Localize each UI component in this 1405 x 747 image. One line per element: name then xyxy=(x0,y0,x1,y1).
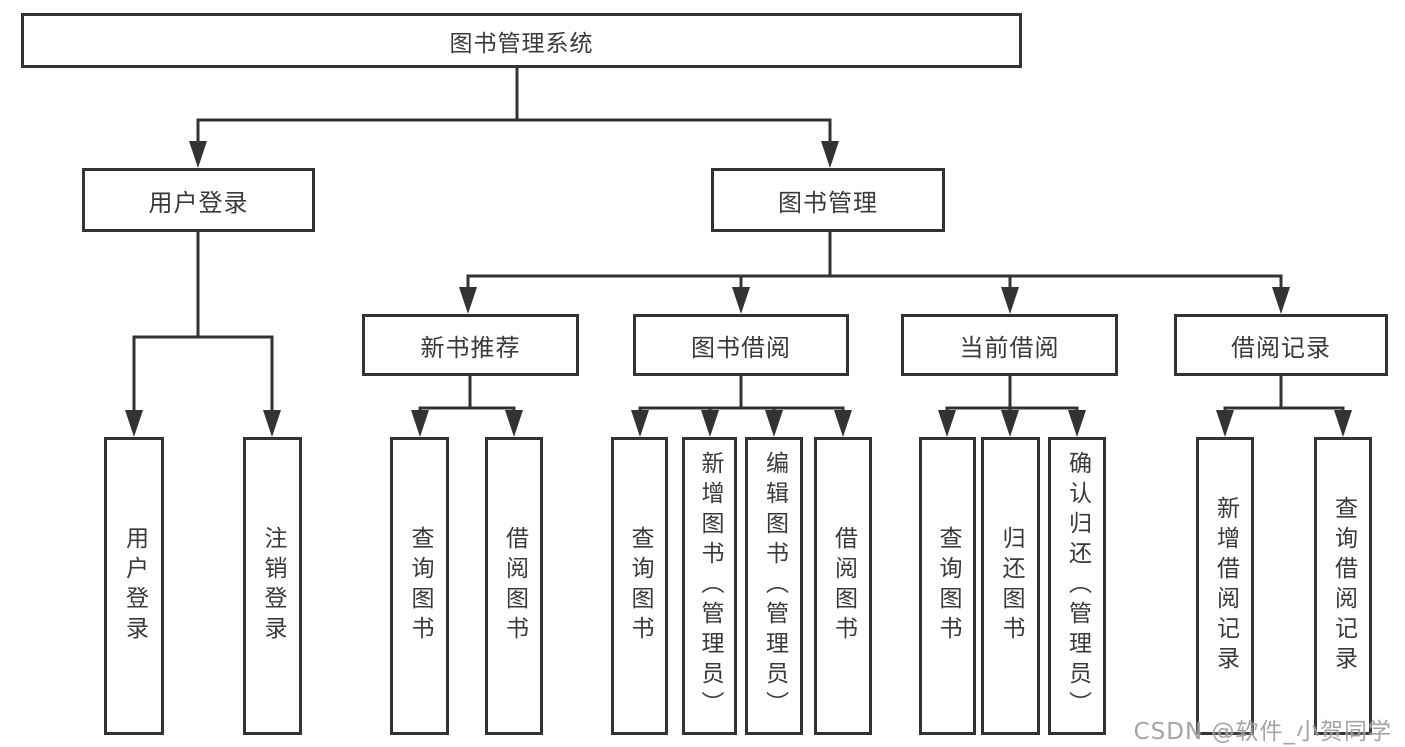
leaf-logout: 注销登录 xyxy=(243,437,302,735)
connector-newbook-to-leaves xyxy=(418,376,516,412)
arrowhead xyxy=(1068,410,1086,437)
node-label: 确认归还（管理员） xyxy=(1064,451,1091,721)
arrowhead xyxy=(765,410,783,437)
arrowhead xyxy=(834,410,852,437)
arrowhead xyxy=(459,287,477,314)
arrowhead xyxy=(938,410,956,437)
arrowhead xyxy=(189,141,207,168)
node-borrowing-records: 借阅记录 xyxy=(1174,314,1388,376)
leaf-add-borrow-record: 新增借阅记录 xyxy=(1196,437,1254,735)
arrowhead xyxy=(1001,287,1019,314)
connector-bookmgmt-to-level3 xyxy=(466,232,1283,289)
leaf-borrow-books-recommend: 借阅图书 xyxy=(485,437,543,735)
leaf-confirm-return-admin: 确认归还（管理员） xyxy=(1048,437,1106,735)
leaf-borrow-books: 借阅图书 xyxy=(814,437,872,735)
node-label: 图书管理系统 xyxy=(449,30,594,57)
node-label: 借阅图书 xyxy=(830,526,857,646)
node-label: 用户登录 xyxy=(121,526,148,646)
arrowhead xyxy=(125,410,143,437)
connector-root-to-level2 xyxy=(196,68,832,142)
leaf-return-books: 归还图书 xyxy=(981,437,1040,735)
node-book-borrowing: 图书借阅 xyxy=(633,314,849,376)
leaf-query-books-current: 查询图书 xyxy=(919,437,976,735)
leaf-add-books-admin: 新增图书（管理员） xyxy=(682,437,737,735)
node-label: 借阅图书 xyxy=(501,526,528,646)
arrowhead xyxy=(732,287,750,314)
node-book-management: 图书管理 xyxy=(711,168,945,232)
node-label: 注销登录 xyxy=(260,526,286,646)
arrowhead xyxy=(263,410,281,437)
leaf-edit-books-admin: 编辑图书（管理员） xyxy=(745,437,803,735)
csdn-watermark: CSDN @软件_小贺同学 xyxy=(1133,719,1392,745)
connector-records-to-leaves xyxy=(1223,376,1345,412)
node-user-login: 用户登录 xyxy=(82,168,315,232)
arrowhead xyxy=(631,410,649,437)
leaf-user-login: 用户登录 xyxy=(104,437,164,735)
node-label: 查询借阅记录 xyxy=(1330,496,1357,676)
node-new-book-recommendation: 新书推荐 xyxy=(362,314,579,376)
node-label: 查询图书 xyxy=(935,526,961,646)
leaf-query-borrow-record: 查询借阅记录 xyxy=(1314,437,1372,735)
arrowhead xyxy=(1216,410,1234,437)
node-label: 借阅记录 xyxy=(1231,333,1331,362)
arrowhead xyxy=(505,410,523,437)
node-current-borrowing: 当前借阅 xyxy=(901,314,1118,376)
node-label: 新增图书（管理员） xyxy=(697,451,723,721)
leaf-query-books-recommend: 查询图书 xyxy=(390,437,449,735)
node-library-system: 图书管理系统 xyxy=(21,13,1022,68)
connector-current-to-leaves xyxy=(945,376,1079,412)
arrowhead xyxy=(1001,410,1019,437)
connector-borrow-to-leaves xyxy=(638,376,845,412)
node-label: 新书推荐 xyxy=(420,333,521,362)
node-label: 用户登录 xyxy=(148,188,249,217)
node-label: 图书借阅 xyxy=(691,333,791,362)
arrowhead xyxy=(1272,287,1290,314)
node-label: 图书管理 xyxy=(778,188,878,217)
arrowheads xyxy=(125,141,1352,437)
node-label: 新增借阅记录 xyxy=(1212,496,1239,676)
arrowhead xyxy=(411,410,429,437)
node-label: 当前借阅 xyxy=(959,333,1060,362)
leaf-query-books-borrow: 查询图书 xyxy=(611,437,668,735)
arrowhead xyxy=(1334,410,1352,437)
arrowhead xyxy=(821,141,839,168)
node-label: 查询图书 xyxy=(407,526,433,646)
arrowhead xyxy=(701,410,719,437)
node-label: 编辑图书（管理员） xyxy=(761,451,788,721)
node-label: 归还图书 xyxy=(998,526,1024,646)
connector-userlogin-to-leaves xyxy=(132,232,274,412)
node-label: 查询图书 xyxy=(627,526,653,646)
